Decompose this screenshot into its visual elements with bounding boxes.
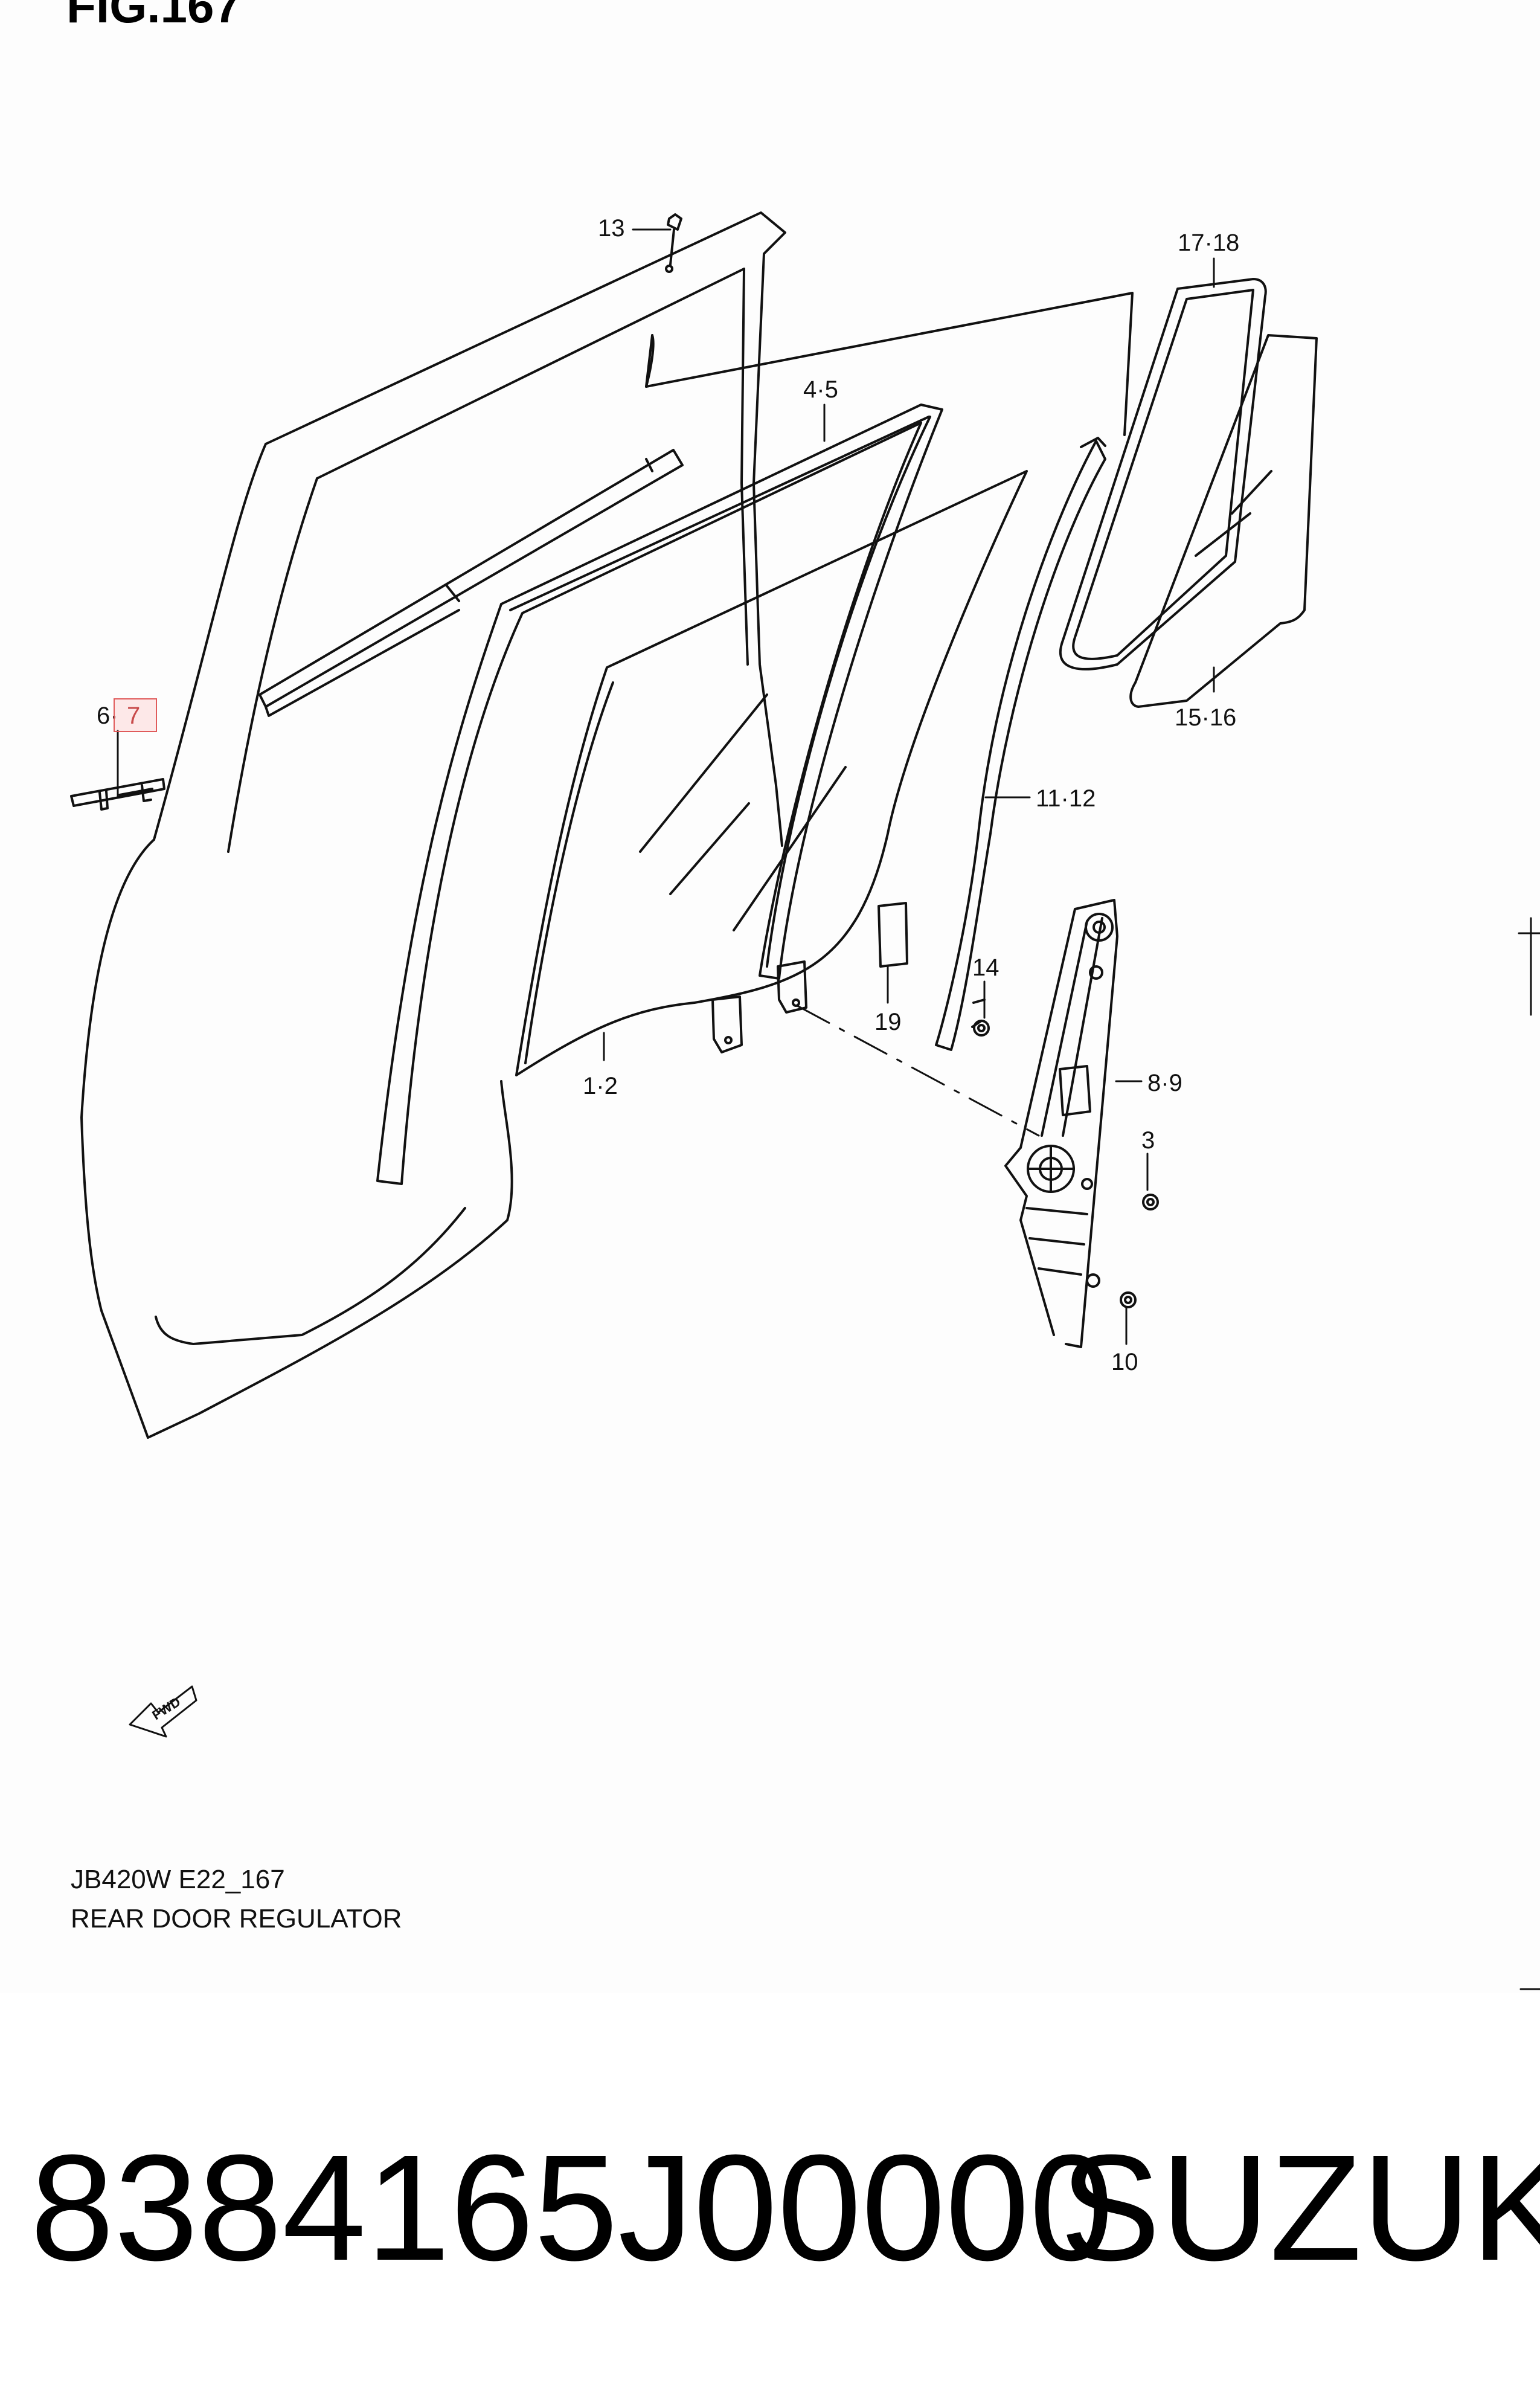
pad-19 [877,902,908,968]
clip-strip-drawing [70,778,165,811]
callout-8-9: 8·9 [1147,1070,1182,1096]
glass-run-channel-drawing [376,403,943,1185]
brand-name: SUZUKI [1060,2123,1540,2292]
door-glass-drawing [515,470,1028,1076]
figure-title: FIG.167 [66,0,242,33]
highlight-box-7 [114,698,157,732]
callout-11-12: 11·12 [1036,785,1096,812]
callout-3: 3 [1141,1127,1155,1154]
callout-14: 14 [972,954,999,981]
quarter-glass-drawing [1129,334,1318,708]
callout-15-16: 15·16 [1175,704,1237,731]
callout-7: 7 [127,702,141,729]
belt-moulding-drawing [258,449,684,717]
figure-name: REAR DOOR REGULATOR [71,1904,402,1934]
part-number: 8384165J00000 [30,2123,1114,2292]
callout-10: 10 [1111,1349,1138,1375]
part-info-bar [0,1993,1540,2392]
small-parts-drawing [665,213,1159,1308]
callout-17-18: 17·18 [1178,230,1240,256]
fwd-arrow-icon [129,1685,197,1738]
callout-4-5: 4·5 [803,376,838,403]
quarter-weatherstrip-drawing [1059,278,1267,670]
callout-13: 13 [598,215,625,242]
glass-bracket-drawing [711,960,807,1053]
door-frame-drawing [80,211,1134,1439]
model-code: JB420W E22_167 [71,1865,285,1894]
callout-1-2: 1·2 [583,1073,618,1099]
leader-lines [117,228,1215,1345]
exploded-parts-drawing: FWD [70,211,1540,1990]
window-regulator-drawing [1004,899,1118,1348]
callout-19: 19 [874,1009,902,1035]
diagram-panel: FIG.167 [66,0,1540,1990]
